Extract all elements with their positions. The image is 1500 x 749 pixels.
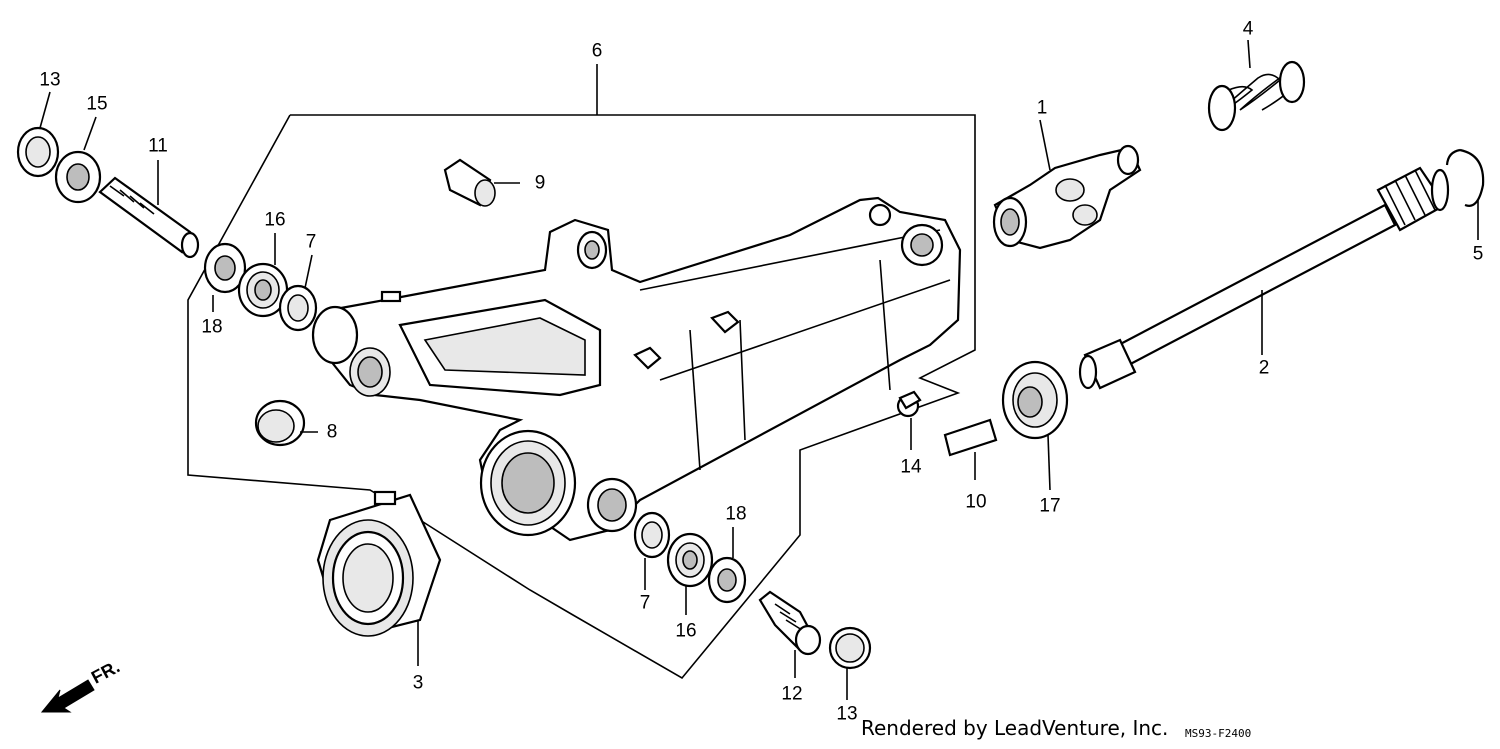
front-direction-arrow-icon: [40, 679, 95, 713]
swingarm-part-6: [311, 196, 962, 542]
part-number-6[interactable]: 6: [591, 40, 603, 62]
part-number-18-right[interactable]: 18: [725, 503, 747, 525]
part-7-collar-left: [278, 254, 318, 332]
part-18-seal-left: [203, 242, 247, 312]
render-credit: Rendered by LeadVenture, Inc.: [861, 716, 1169, 740]
part-number-7-right[interactable]: 7: [639, 592, 651, 614]
part-15-nut: [54, 116, 102, 204]
part-number-9[interactable]: 9: [534, 172, 546, 194]
part-7-collar-right: [633, 511, 671, 590]
part-12-pivot-bolt: [758, 590, 822, 678]
part-16-bearing-right: [666, 532, 714, 615]
part-1-universal-joint: [992, 119, 1142, 250]
part-number-3[interactable]: 3: [412, 672, 424, 694]
part-number-7-left[interactable]: 7: [305, 231, 317, 253]
part-9-bushing: [443, 158, 520, 207]
part-number-5[interactable]: 5: [1472, 243, 1484, 265]
part-number-15[interactable]: 15: [86, 93, 108, 115]
part-number-14[interactable]: 14: [900, 456, 922, 478]
part-17-seal: [1001, 360, 1069, 491]
part-number-13-right[interactable]: 13: [836, 703, 858, 725]
part-number-17[interactable]: 17: [1039, 495, 1061, 517]
part-14-fitting: [896, 390, 922, 450]
part-13-locknut-left: [16, 91, 60, 178]
part-number-4[interactable]: 4: [1242, 18, 1254, 40]
part-4-spring: [1207, 39, 1306, 132]
part-5-circlip: [1445, 148, 1485, 240]
part-number-16-right[interactable]: 16: [675, 620, 697, 642]
part-11-pivot-bolt: [98, 160, 200, 259]
part-number-16-left[interactable]: 16: [264, 209, 286, 231]
part-8-cap: [254, 399, 318, 447]
part-10-label: [943, 418, 998, 480]
part-number-8[interactable]: 8: [326, 421, 338, 443]
part-2-drive-shaft: [1078, 166, 1450, 390]
part-16-bearing-left: [237, 233, 289, 318]
part-number-13-left[interactable]: 13: [39, 69, 61, 91]
part-3-boot: [316, 490, 442, 666]
assembly-outline-6: [187, 114, 976, 680]
part-13-locknut-right: [828, 626, 872, 700]
part-number-12[interactable]: 12: [781, 683, 803, 705]
part-number-11[interactable]: 11: [148, 135, 168, 157]
part-number-1[interactable]: 1: [1036, 97, 1048, 119]
diagram-code: MS93-F2400: [1185, 727, 1252, 740]
part-number-2[interactable]: 2: [1258, 357, 1270, 379]
part-number-10[interactable]: 10: [965, 491, 987, 513]
part-18-seal-right: [707, 527, 747, 604]
part-number-18-left[interactable]: 18: [201, 316, 223, 338]
